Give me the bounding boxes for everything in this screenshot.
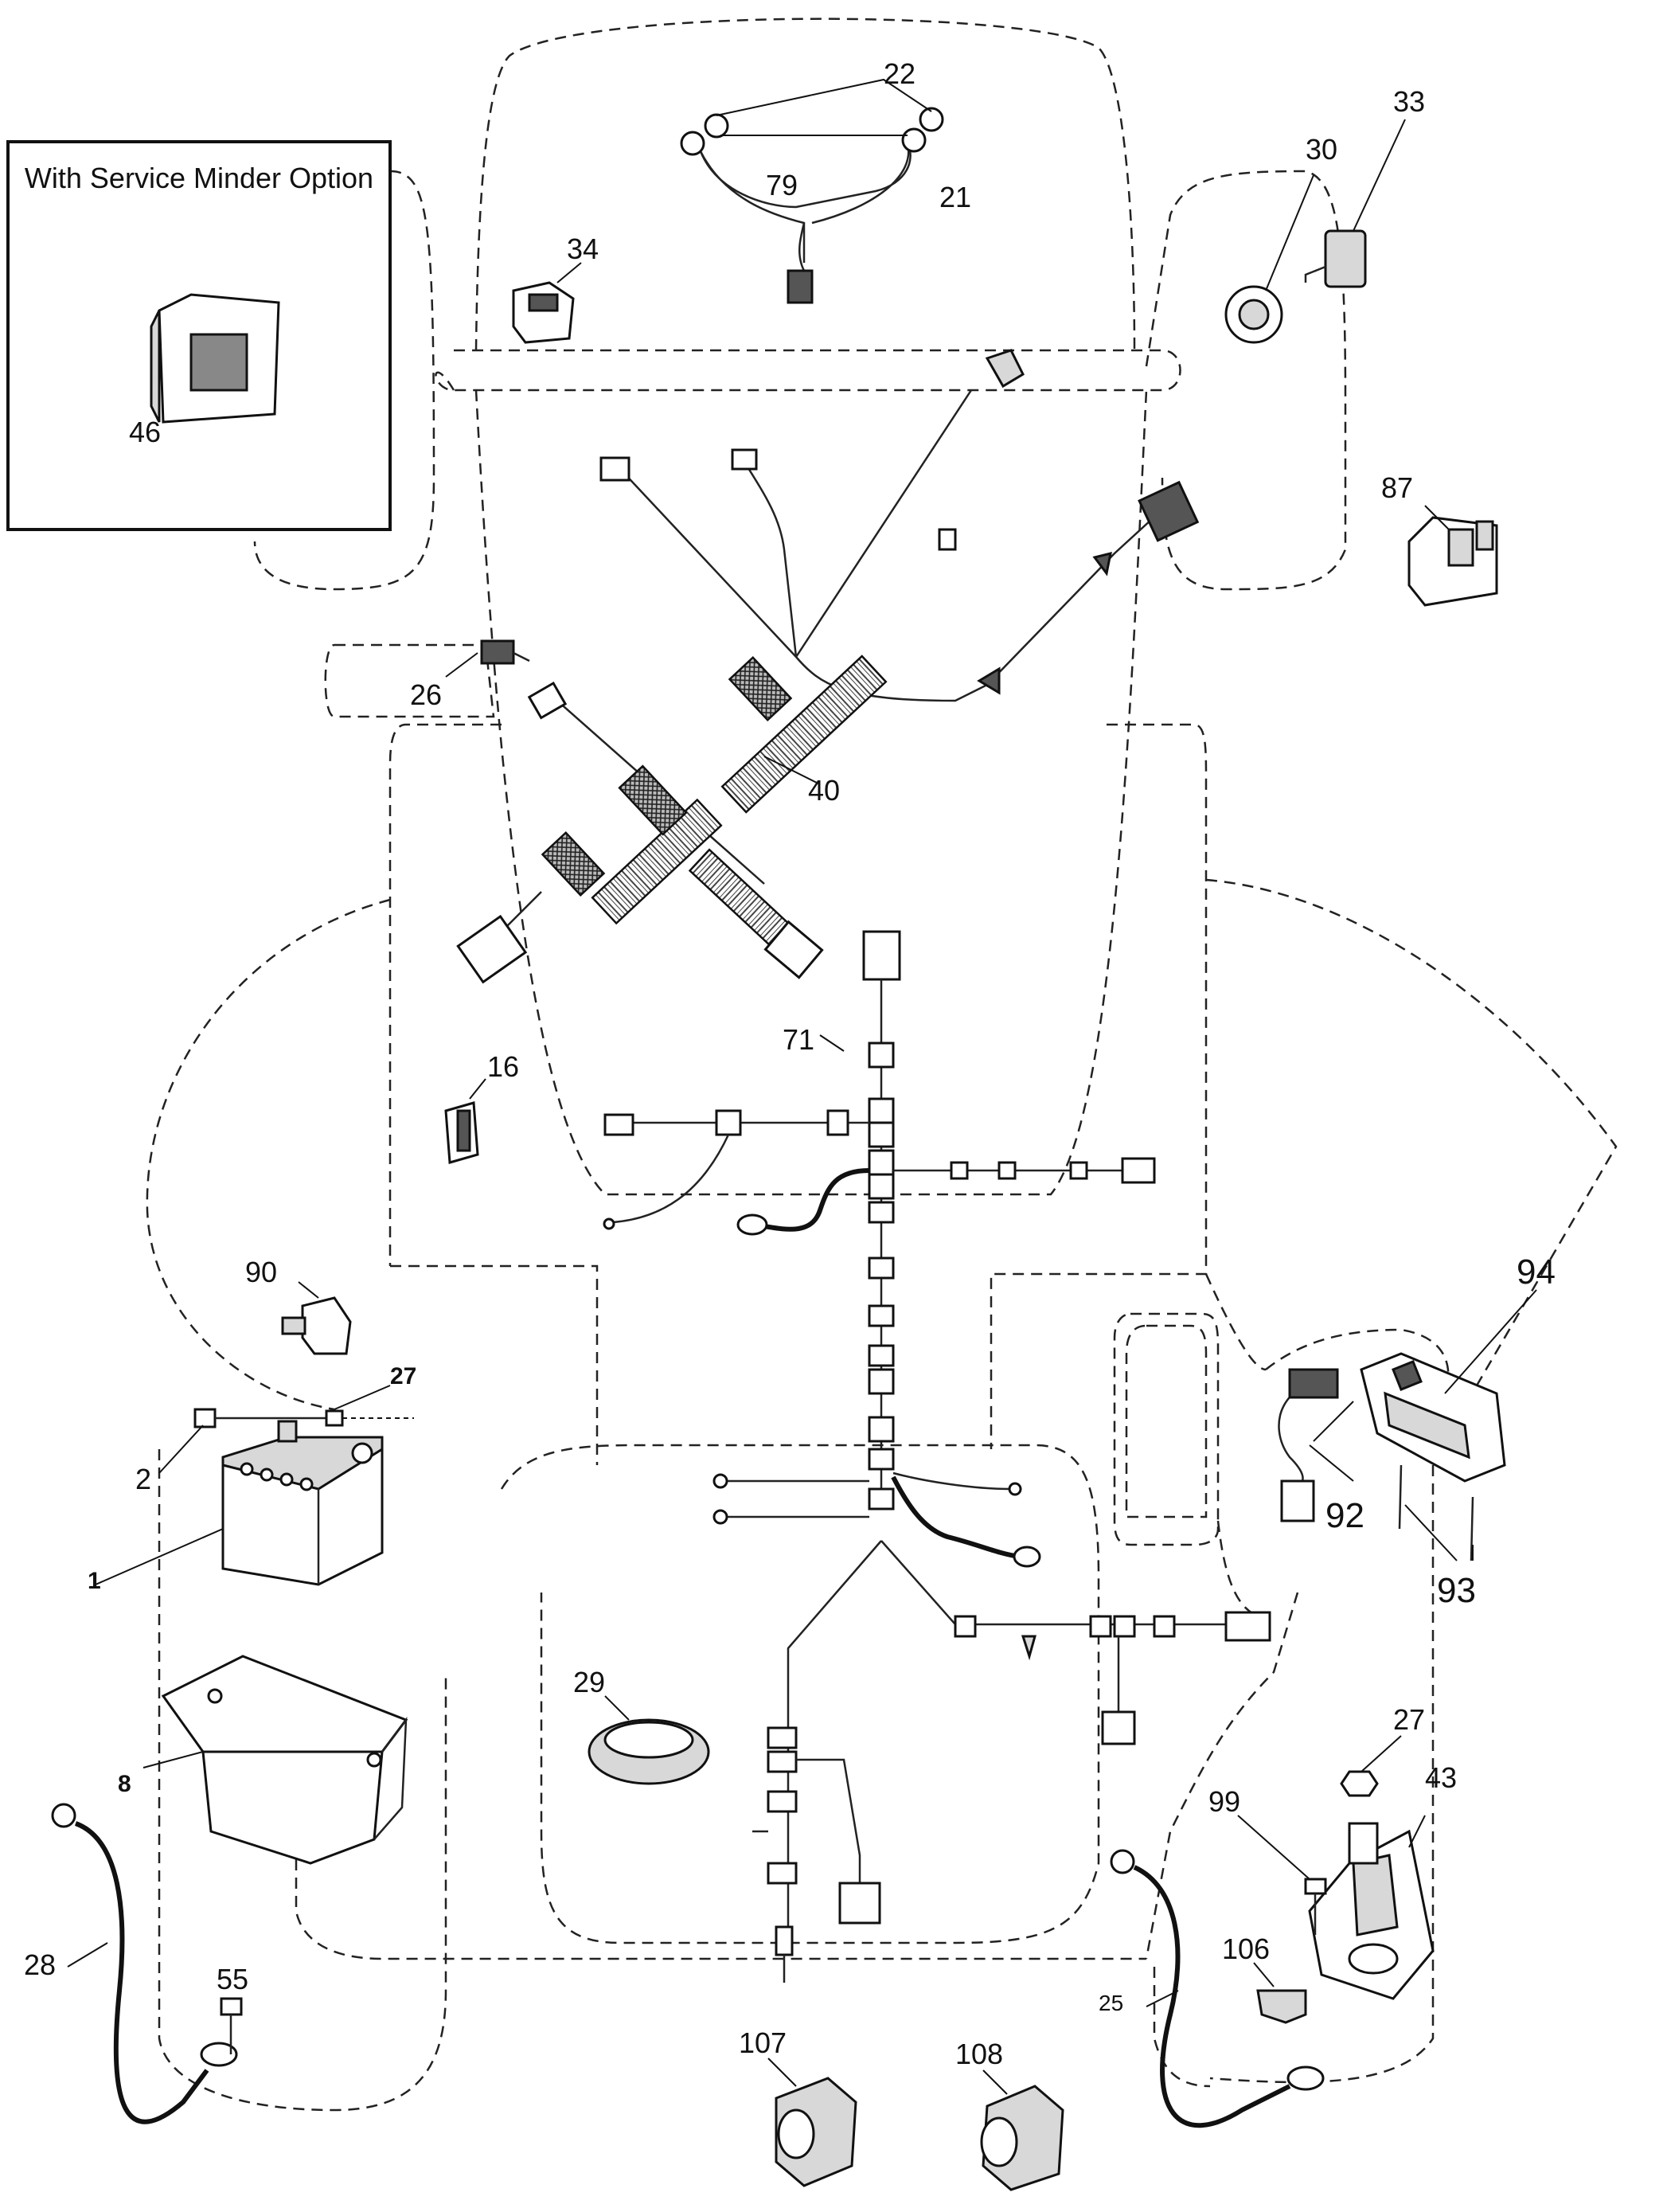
part-26-fuse [445,639,530,678]
label-28: 28 [24,1948,56,1981]
option-box-title: With Service Minder Option [25,162,373,194]
label-46: 46 [129,416,161,448]
service-minder-option-box: With Service Minder Option [6,140,392,531]
label-107: 107 [739,2026,787,2059]
label-1: 1 [88,1568,101,1594]
part-30-ignition-switch [1224,174,1314,344]
part-29-grommet [588,1695,710,1785]
part-27-nut-right [1340,1735,1402,1797]
part-94-module [1360,1289,1537,1483]
label-43: 43 [1425,1761,1457,1794]
part-25-cable [1110,1849,1325,2128]
part-106-clip [1253,1962,1307,2024]
part-46-hour-meter [150,293,280,424]
label-106: 106 [1222,1933,1270,1965]
label-90: 90 [245,1256,277,1288]
label-87: 87 [1381,471,1413,504]
label-25: 25 [1099,1991,1123,2015]
label-94: 94 [1517,1253,1556,1292]
part-55-bolt [220,1997,243,2054]
part-92-connector [1278,1368,1354,1522]
part-1-battery [95,1420,384,1586]
label-92: 92 [1325,1496,1364,1535]
label-27a: 27 [390,1363,416,1389]
part-99-bolt [1237,1815,1327,1935]
label-40: 40 [808,774,840,807]
label-79: 79 [766,169,798,201]
part-16-module [444,1078,486,1164]
label-22: 22 [884,57,915,90]
part-28-cable [51,1803,238,2124]
callout-labels: 46 22 79 21 33 30 34 87 26 40 71 16 90 2… [24,57,1556,2070]
part-27-nut [325,1385,414,1427]
part-43-solenoid [1308,1815,1435,2000]
part-93-screws [1398,1464,1474,1561]
label-34: 34 [567,233,599,265]
part-87-relay [1407,505,1498,607]
part-33-key [1304,119,1406,288]
dashed-outlines [146,18,1618,2112]
part-8-battery-tray [142,1655,408,1865]
label-27b: 27 [1393,1703,1425,1736]
label-16: 16 [487,1050,519,1083]
label-29: 29 [573,1666,605,1698]
label-26: 26 [410,678,442,711]
part-34-switch [512,262,582,344]
label-33: 33 [1393,85,1425,118]
part-40-main-harness [456,349,1200,984]
label-30: 30 [1306,133,1337,166]
label-93: 93 [1437,1571,1476,1610]
label-21: 21 [939,181,971,213]
part-108-switch [980,2069,1064,2191]
part-2-bolt [158,1408,334,1474]
label-2: 2 [135,1463,151,1495]
label-8: 8 [118,1771,131,1797]
part-90-connector [281,1281,352,1355]
label-108: 108 [955,2038,1003,2070]
part-22-21-lamp-harness [680,78,944,304]
part-107-switch [767,2058,857,2187]
label-71: 71 [783,1023,814,1056]
part-71-harness [603,930,1271,1983]
label-55: 55 [217,1963,248,1995]
label-99: 99 [1208,1785,1240,1818]
